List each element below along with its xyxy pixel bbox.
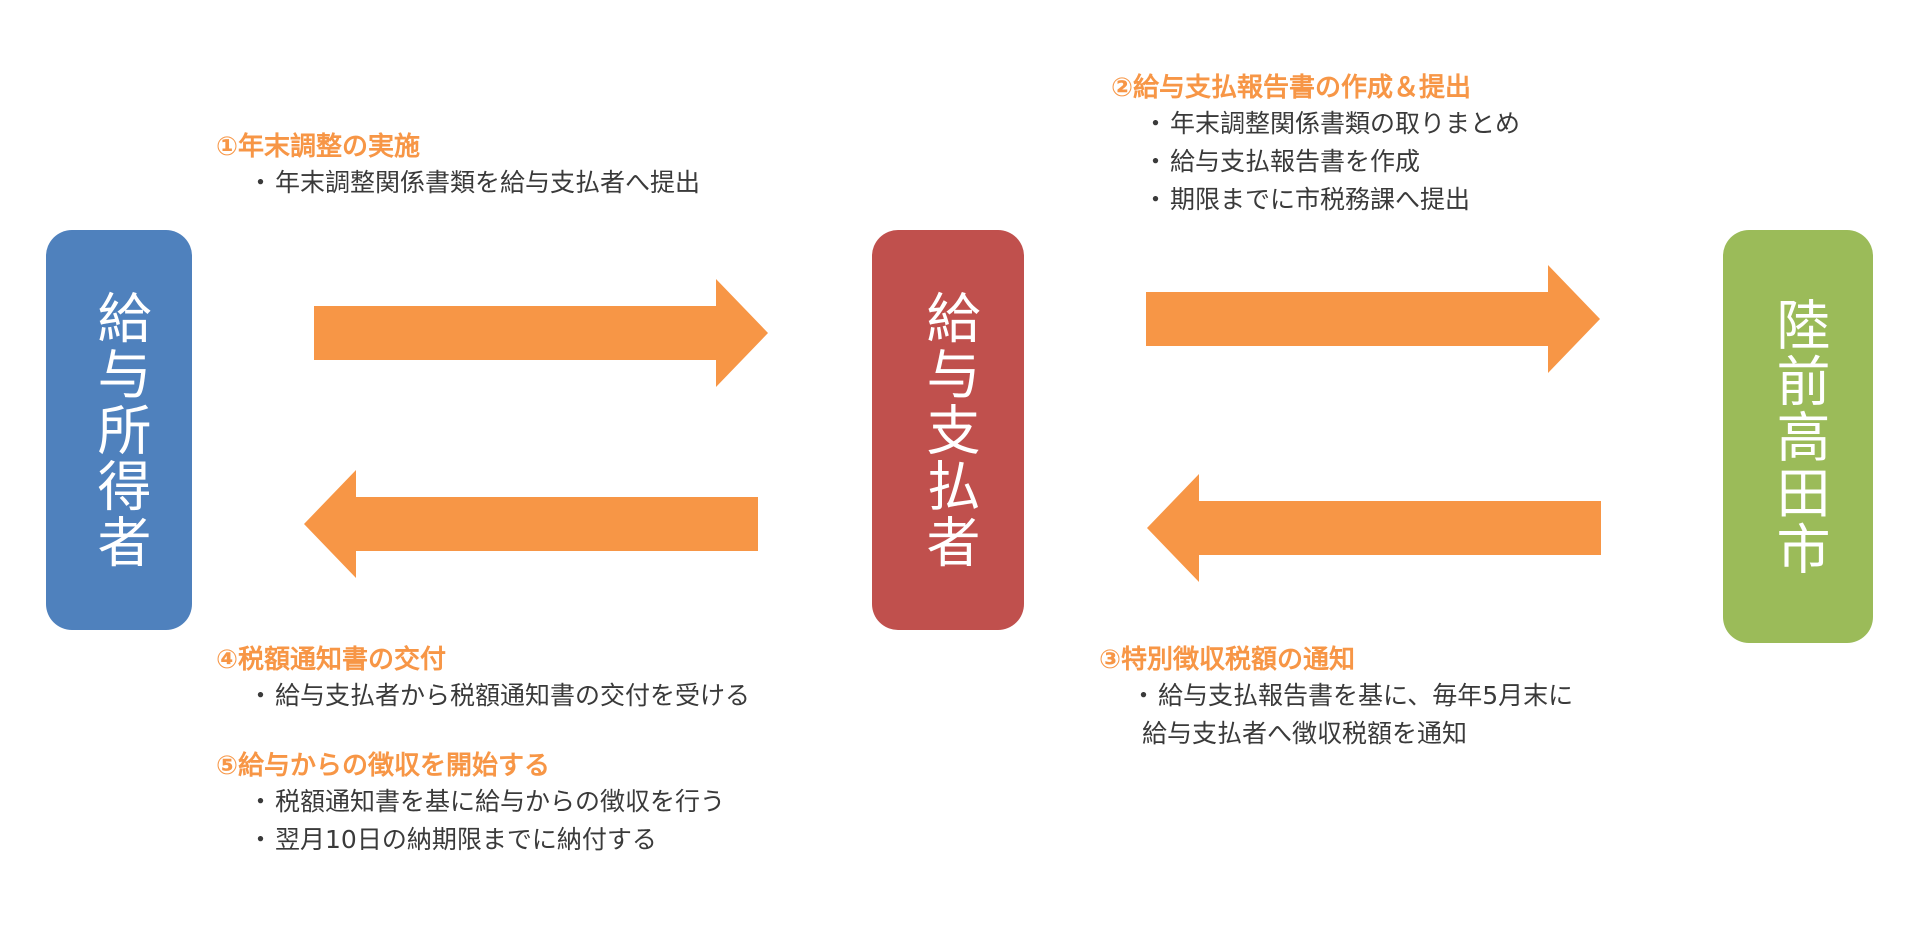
arrow-right-icon (314, 279, 768, 387)
step-1-title: ①年末調整の実施 (216, 132, 421, 162)
bullet: ・ (248, 681, 274, 710)
bullet: ・ (248, 168, 274, 197)
step-3-line-continuation: 給与支払者へ徴収税額を通知 (1142, 719, 1468, 748)
step-3-note: ③特別徴収税額の通知 ・給与支払報告書を基に、毎年5月末に 給与支払者へ徴収税額… (1099, 643, 1573, 753)
step-2-note: ②給与支払報告書の作成＆提出 ・年末調整関係書類の取りまとめ ・給与支払報告書を… (1111, 71, 1520, 219)
step-3-title: ③特別徴収税額の通知 (1099, 645, 1356, 675)
step-2-title: ②給与支払報告書の作成＆提出 (1111, 73, 1472, 103)
step-3-line: ・給与支払報告書を基に、毎年5月末に (1099, 677, 1573, 715)
step-5-note: ⑤給与からの徴収を開始する ・税額通知書を基に給与からの徴収を行う ・翌月10日… (216, 749, 725, 859)
entity-salary-payer: 給与支払者 (872, 230, 1024, 630)
arrow-right-icon (1146, 265, 1600, 373)
step-5-title: ⑤給与からの徴収を開始する (216, 751, 551, 781)
bullet: ・ (248, 825, 274, 854)
bullet: ・ (1143, 185, 1169, 214)
step-2-line-text: 給与支払報告書を作成 (1170, 147, 1421, 176)
arrow-payer-to-city (1146, 265, 1600, 373)
step-5-line: ・翌月10日の納期限までに納付する (216, 821, 725, 859)
bullet: ・ (1143, 147, 1169, 176)
step-2-line: ・年末調整関係書類の取りまとめ (1111, 105, 1520, 143)
step-5-line-text: 税額通知書を基に給与からの徴収を行う (275, 787, 726, 816)
arrow-payer-to-earner (304, 470, 758, 578)
step-2-line: ・期限までに市税務課へ提出 (1111, 181, 1520, 219)
entity-salary-earner: 給与所得者 (46, 230, 192, 630)
step-4-line: ・給与支払者から税額通知書の交付を受ける (216, 677, 750, 715)
entity-salary-payer-label: 給与支払者 (917, 290, 980, 570)
step-4-title: ④税額通知書の交付 (216, 645, 447, 675)
entity-rikuzentakata-city: 陸前高田市 (1723, 230, 1873, 643)
step-4-line-text: 給与支払者から税額通知書の交付を受ける (275, 681, 751, 710)
step-2-line-text: 期限までに市税務課へ提出 (1170, 185, 1471, 214)
step-1-line: ・年末調整関係書類を給与支払者へ提出 (216, 164, 700, 202)
bullet: ・ (1131, 681, 1157, 710)
entity-rikuzentakata-city-label: 陸前高田市 (1767, 296, 1830, 577)
arrow-left-icon (1147, 474, 1601, 582)
step-3-line-text: 給与支払報告書を基に、毎年5月末に (1158, 681, 1574, 710)
step-2-line: ・給与支払報告書を作成 (1111, 143, 1520, 181)
entity-salary-earner-label: 給与所得者 (88, 290, 151, 570)
bullet: ・ (248, 787, 274, 816)
step-1-line-text: 年末調整関係書類を給与支払者へ提出 (275, 168, 701, 197)
step-5-line-text: 翌月10日の納期限までに納付する (275, 825, 657, 854)
arrow-left-icon (304, 470, 758, 578)
step-1-note: ①年末調整の実施 ・年末調整関係書類を給与支払者へ提出 (216, 130, 700, 202)
arrow-earner-to-payer (314, 279, 768, 387)
bullet: ・ (1143, 109, 1169, 138)
arrow-city-to-payer (1147, 474, 1601, 582)
step-5-line: ・税額通知書を基に給与からの徴収を行う (216, 783, 725, 821)
step-2-line-text: 年末調整関係書類の取りまとめ (1170, 109, 1521, 138)
step-4-note: ④税額通知書の交付 ・給与支払者から税額通知書の交付を受ける (216, 643, 750, 715)
